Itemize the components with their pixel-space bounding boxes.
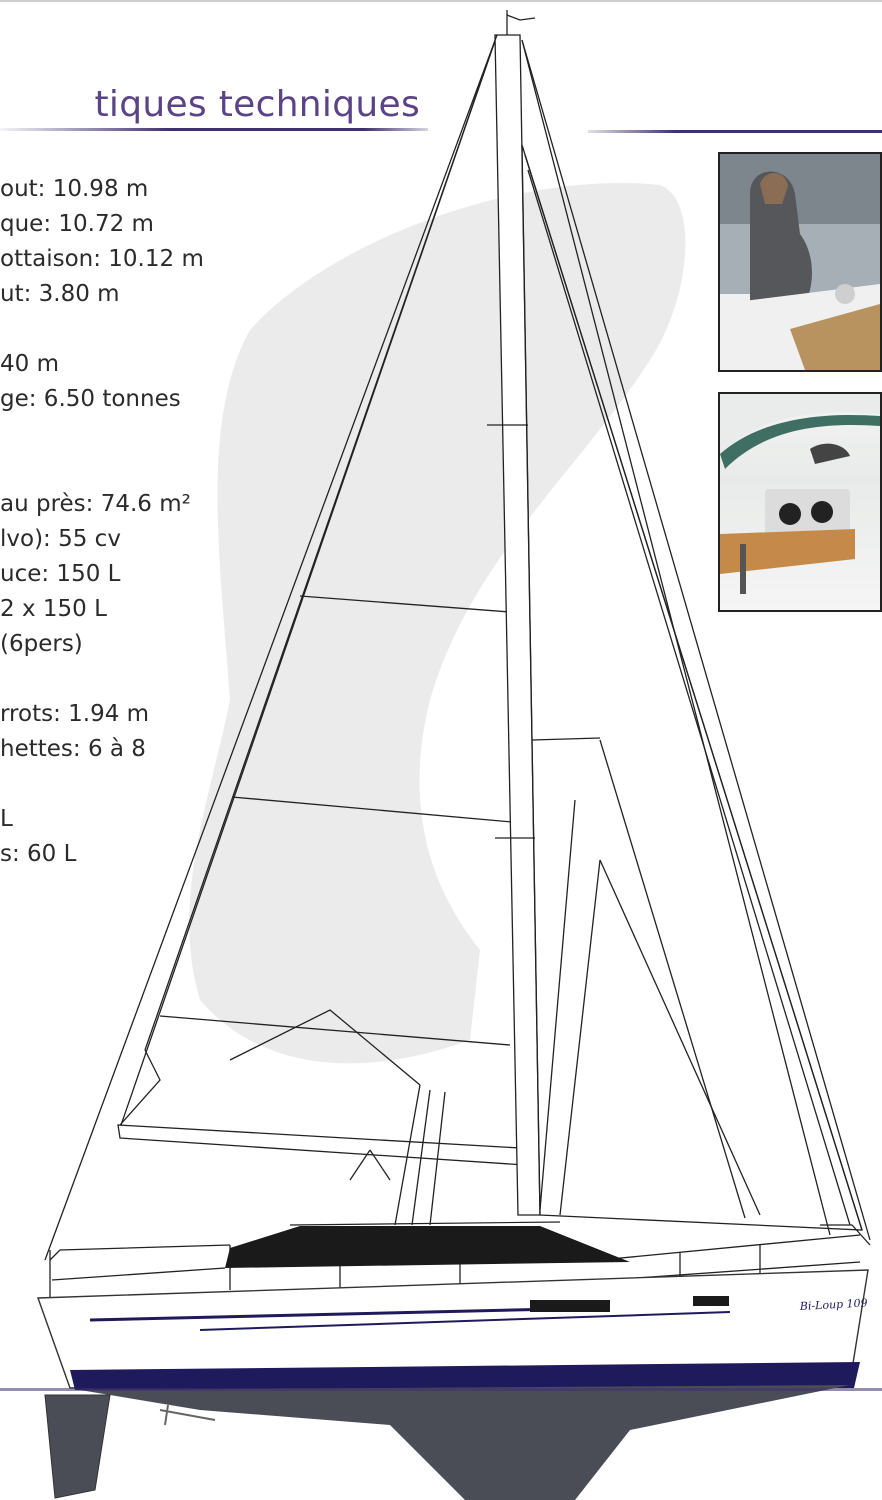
- hull-stripe: [70, 1362, 860, 1390]
- helm-photo-graphic: [720, 154, 880, 370]
- right-rule: [588, 130, 882, 133]
- spec-item: 2 x 150 L: [0, 596, 107, 622]
- portlight-2: [693, 1296, 729, 1306]
- spec-item: out: 10.98 m: [0, 176, 149, 202]
- spec-item: que: 10.72 m: [0, 211, 154, 237]
- top-border: [0, 0, 882, 2]
- spec-item: hettes: 6 à 8: [0, 736, 146, 762]
- hull-name: Bi-Loup 109: [798, 1296, 867, 1313]
- spec-item: au près: 74.6 m²: [0, 491, 191, 517]
- spec-item: s: 60 L: [0, 841, 77, 867]
- spinnaker-silhouette: [189, 182, 686, 1064]
- photo-helm: [718, 152, 882, 372]
- title-underline: [0, 128, 428, 131]
- boom: [117, 1124, 526, 1166]
- page-title: tiques techniques: [94, 84, 420, 125]
- spec-item: lvo): 55 cv: [0, 526, 121, 552]
- spec-item: ottaison: 10.12 m: [0, 246, 204, 272]
- rudder: [44, 1394, 111, 1499]
- spec-item: L: [0, 806, 13, 832]
- spec-item: uce: 150 L: [0, 561, 121, 587]
- photo-cockpit: [718, 392, 882, 612]
- spec-item: (6pers): [0, 631, 83, 657]
- keel: [80, 1385, 850, 1500]
- spec-item: rrots: 1.94 m: [0, 701, 150, 727]
- deckhouse: [225, 1226, 630, 1268]
- cockpit-photo-graphic: [720, 394, 880, 594]
- spec-item: ut: 3.80 m: [0, 281, 120, 307]
- portlight-1: [530, 1300, 610, 1312]
- spec-item: ge: 6.50 tonnes: [0, 386, 181, 412]
- spec-item: 40 m: [0, 351, 59, 377]
